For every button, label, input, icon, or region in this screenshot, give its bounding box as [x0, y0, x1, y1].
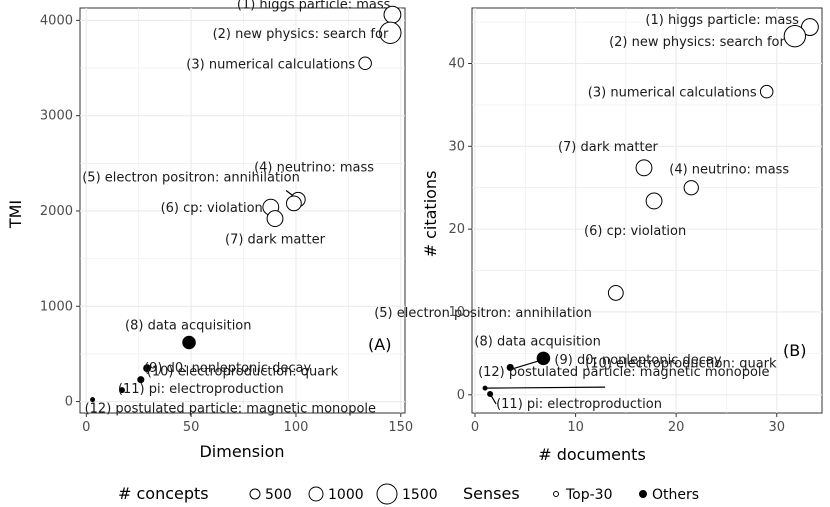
- panel-b-grid: [472, 8, 822, 413]
- legend-senses-others-label: Others: [652, 487, 699, 503]
- panel-a-points: [90, 5, 402, 403]
- point-label: (1) higgs particle: mass: [237, 0, 391, 13]
- point-label: (7) dark matter: [225, 233, 326, 248]
- panel-b-tag: (B): [783, 341, 806, 360]
- data-point: [118, 387, 125, 394]
- point-label: (6) cp: violation: [161, 201, 263, 216]
- point-label: (12) postulated particle: magnetic monop…: [85, 402, 376, 417]
- panel-b-points: [482, 18, 819, 397]
- y-tick-label: 3000: [40, 109, 73, 124]
- y-tick-label: 0: [65, 395, 73, 410]
- panel-a-x-axis-title: Dimension: [199, 442, 284, 461]
- y-tick-label: 30: [448, 139, 465, 154]
- x-tick-label: 30: [768, 420, 785, 435]
- legend: # concepts 500 1000 1500 Senses Top-30 O…: [118, 483, 699, 505]
- legend-senses-title: Senses: [463, 484, 520, 503]
- data-point: [683, 180, 699, 196]
- panel-a-ticks: 0 50 100 150 0 1000 2000 3000 4000: [40, 13, 413, 435]
- data-point: [506, 363, 514, 372]
- data-point: [645, 192, 663, 210]
- panel-a-labels: (1) higgs particle: mass (2) new physics:…: [82, 0, 390, 417]
- data-point: [285, 195, 302, 212]
- x-tick-label: 50: [183, 420, 200, 435]
- point-label: (9) d0: nonleptonic decay: [144, 361, 311, 376]
- point-label: (2) new physics: search for: [609, 35, 785, 50]
- data-point: [182, 335, 196, 350]
- data-point: [358, 56, 372, 71]
- data-point: [90, 397, 96, 403]
- data-point: [266, 210, 284, 228]
- data-point: [783, 24, 807, 48]
- data-point: [801, 18, 819, 36]
- legend-concepts-title: # concepts: [118, 484, 209, 503]
- data-point: [759, 84, 774, 99]
- data-point: [487, 390, 494, 397]
- point-label: (11) pi: electroproduction: [118, 382, 284, 397]
- point-label: (6) cp: violation: [584, 224, 686, 239]
- point-label: (3) numerical calculations: [186, 57, 355, 72]
- x-tick-label: 100: [284, 420, 309, 435]
- point-label: (5) electron positron: annihilation: [374, 306, 592, 321]
- panel-a-tag: (A): [368, 335, 391, 354]
- point-label: (7) dark matter: [558, 140, 659, 155]
- x-tick-label: 10: [567, 420, 584, 435]
- panel-b-labels: (1) higgs particle: mass (2) new physics:…: [374, 13, 799, 412]
- data-point: [137, 376, 145, 384]
- data-point: [143, 364, 152, 373]
- panel-b-border: [471, 7, 823, 414]
- legend-senses-top30-label: Top-30: [565, 487, 613, 503]
- y-tick-label: 10: [448, 305, 465, 320]
- point-label: (3) numerical calculations: [588, 86, 757, 101]
- x-tick-label: 20: [668, 420, 685, 435]
- y-tick-label: 40: [448, 56, 465, 71]
- point-label: (12) postulated particle: magnetic monop…: [478, 365, 769, 380]
- data-point: [607, 284, 624, 301]
- x-tick-label: 0: [82, 420, 90, 435]
- legend-concepts-500-label: 500: [265, 487, 292, 503]
- panel-a: (1) higgs particle: mass (2) new physics:…: [6, 0, 413, 461]
- panel-a-grid: [80, 8, 405, 413]
- data-point: [540, 355, 549, 364]
- legend-senses-others-symbol: [639, 490, 647, 498]
- legend-concepts-500-symbol: [249, 488, 261, 500]
- point-label: (8) data acquisition: [125, 318, 251, 333]
- point-label: (5) electron positron: annihilation: [82, 170, 300, 185]
- legend-senses-top30-symbol: [553, 491, 559, 497]
- data-point: [379, 21, 402, 44]
- point-label: (11) pi: electroproduction: [496, 397, 662, 412]
- point-label: (1) higgs particle: mass: [645, 13, 799, 28]
- legend-concepts-1500-label: 1500: [402, 487, 438, 503]
- legend-concepts-1500-symbol: [376, 483, 398, 505]
- data-point: [482, 385, 488, 391]
- point-label: (9) d0: nonleptonic decay: [554, 353, 721, 368]
- x-tick-label: 0: [471, 420, 479, 435]
- y-tick-label: 1000: [40, 299, 73, 314]
- x-tick-label: 150: [388, 420, 413, 435]
- point-label: (4) neutrino: mass: [669, 163, 789, 178]
- panel-b: (1) higgs particle: mass (2) new physics:…: [374, 7, 823, 464]
- panel-a-y-axis-title: TMI: [6, 200, 25, 229]
- y-tick-label: 4000: [40, 13, 73, 28]
- point-label: (10) electroproduction: quark: [147, 365, 339, 380]
- point-label: (2) new physics: search for: [213, 27, 389, 42]
- panel-b-y-axis-title: # citations: [421, 171, 440, 258]
- legend-concepts-1000-symbol: [308, 486, 324, 502]
- point-label: (10) electroproduction: quark: [585, 356, 777, 371]
- panel-b-ticks: 0 10 20 30 0 10 20 30 40: [448, 56, 785, 435]
- y-tick-label: 2000: [40, 204, 73, 219]
- point-label: (4) neutrino: mass: [254, 161, 374, 176]
- y-tick-label: 20: [448, 222, 465, 237]
- data-point: [635, 159, 653, 177]
- panel-b-x-axis-title: # documents: [538, 445, 646, 464]
- point-label: (8) data acquisition: [474, 334, 600, 349]
- label-connector: [485, 386, 606, 389]
- legend-concepts-1000-label: 1000: [328, 487, 364, 503]
- y-tick-label: 0: [457, 388, 465, 403]
